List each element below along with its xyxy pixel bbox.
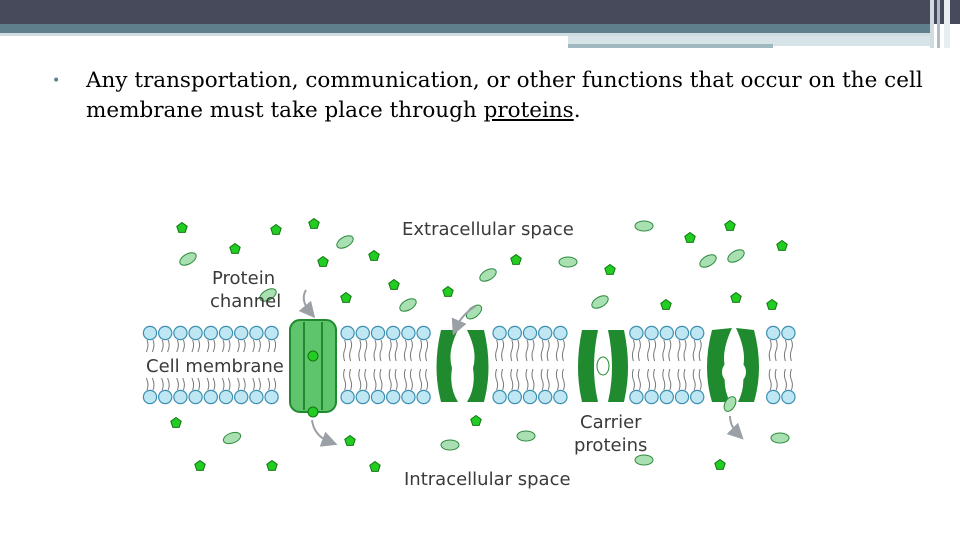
molecule-icon (724, 219, 736, 231)
bullet-point: • Any transportation, communication, or … (52, 66, 932, 126)
molecule-icon (222, 431, 242, 445)
molecule-icon (470, 414, 482, 426)
bullet-text-main: Any transportation, communication, or ot… (86, 68, 923, 123)
molecule-icon (369, 460, 381, 472)
carrier-label-line2: proteins (574, 435, 647, 456)
header-accent (568, 36, 930, 46)
bullet-text-period: . (573, 98, 581, 123)
carrier-label-line1: Carrier (580, 412, 642, 433)
molecule-icon (308, 217, 320, 229)
molecule-icon (344, 434, 356, 446)
molecule-icon (558, 256, 578, 268)
carrier-protein (578, 330, 628, 402)
molecule-icon (591, 295, 609, 309)
molecule-icon (660, 298, 672, 310)
intracellular-label: Intracellular space (404, 469, 571, 490)
carrier-protein (436, 330, 489, 402)
arrow-icon (311, 419, 338, 447)
header-vertical-line (937, 0, 940, 48)
molecule-icon (368, 249, 380, 261)
arrow-icon (451, 305, 477, 336)
molecule-icon (479, 268, 497, 282)
molecule-icon (699, 254, 717, 268)
header-vertical-line (930, 0, 934, 48)
molecule-icon (634, 454, 654, 466)
bullet-dot-icon: • (52, 73, 61, 89)
cell-membrane-label: Cell membrane (146, 356, 284, 377)
protein-channel-label-line2: channel (210, 291, 281, 312)
header-accent-line (568, 44, 773, 48)
header-vertical-line (944, 0, 950, 48)
molecule-icon (336, 235, 354, 249)
molecule-icon (317, 255, 329, 267)
molecule-icon (516, 430, 536, 442)
protein-channel (289, 319, 337, 418)
molecule-icon (179, 252, 197, 266)
molecule-icon (388, 278, 400, 290)
molecule-icon (229, 242, 241, 254)
molecule-icon (340, 291, 352, 303)
molecule-icon (604, 263, 616, 275)
cell-membrane-label-bg (142, 352, 282, 378)
arrow-icon (726, 415, 744, 440)
molecule-icon (442, 285, 454, 297)
molecule-icon (776, 239, 788, 251)
molecule-icon (440, 439, 460, 451)
header-stripe-light (0, 33, 930, 36)
molecules (170, 217, 790, 472)
molecule-icon (259, 288, 277, 302)
header-stripe (0, 24, 930, 33)
molecule-icon (766, 298, 778, 310)
molecule-icon (714, 458, 726, 470)
bullet-text: Any transportation, communication, or ot… (86, 66, 932, 126)
bullet-text-underlined: proteins (483, 98, 574, 123)
molecule-icon (727, 249, 745, 263)
molecule-icon (684, 231, 696, 243)
molecule-icon (770, 432, 790, 444)
extracellular-label: Extracellular space (402, 219, 574, 240)
arrow-icon (298, 289, 316, 319)
molecule-icon (266, 459, 278, 471)
molecule-icon (510, 253, 522, 265)
carrier-label-bg (576, 410, 648, 454)
molecule-icon (270, 223, 282, 235)
molecule-icon (634, 220, 654, 232)
protein-channel-label-line1: Protein (212, 268, 275, 289)
molecule-icon (176, 221, 188, 233)
header-bar (0, 0, 960, 24)
molecule-icon (730, 291, 742, 303)
molecule-icon (399, 298, 417, 312)
carrier-protein (707, 328, 759, 412)
molecule-icon (170, 416, 182, 428)
molecule-icon (194, 459, 206, 471)
lipid-bilayer (142, 325, 796, 405)
